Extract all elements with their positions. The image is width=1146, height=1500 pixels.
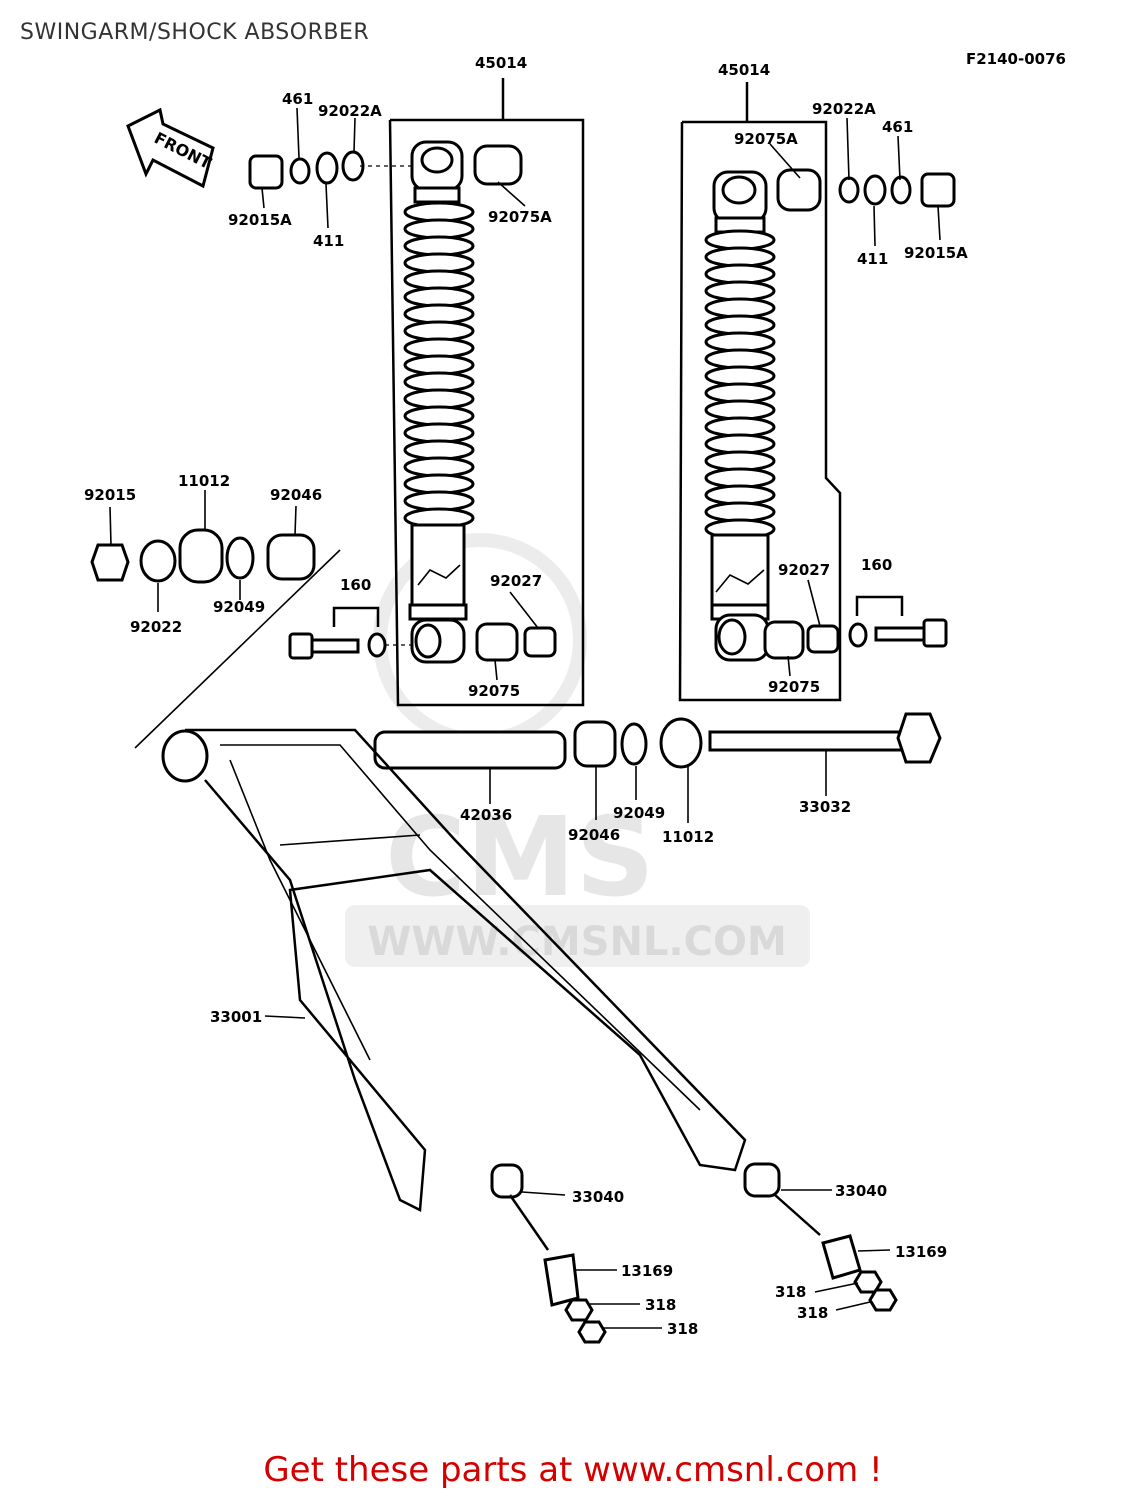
left-pivot-parts [90,528,341,749]
upper-right-hardware [776,168,956,212]
spring-coil [403,405,475,427]
spring-coil [704,331,776,353]
spring-coil [403,269,475,291]
leader-lines [109,107,941,1329]
label-33040-right: 33040 [835,1182,887,1200]
spring-coil [704,297,776,319]
label-461-right: 461 [882,118,913,136]
label-45014-left: 45014 [475,54,527,72]
spring-coil [403,473,475,495]
label-13169-right: 13169 [895,1243,947,1261]
pivot-shaft-row [373,712,942,770]
spring-coil [704,365,776,387]
chain-adjusters [490,1162,898,1344]
spring-coil [403,439,475,461]
label-45014-right: 45014 [718,61,770,79]
spring-coil [704,246,776,268]
label-11012-top: 11012 [178,472,230,490]
spring-coil [704,433,776,455]
spring-coil [704,229,776,251]
spring-coil [704,467,776,489]
spring-coil [704,501,776,523]
diagram-code: F2140-0076 [966,50,1066,68]
label-411-left: 411 [313,232,344,250]
label-318-d: 318 [797,1304,828,1322]
label-92075a-right: 92075A [734,130,798,148]
label-92022: 92022 [130,618,182,636]
spring-coil [403,303,475,325]
label-160-right: 160 [861,556,892,574]
spring-coil [403,235,475,257]
label-92015a-left: 92015A [228,211,292,229]
shock-absorber-right [678,82,842,702]
spring-coil [704,450,776,472]
spring-coil [403,388,475,410]
label-92049-top: 92049 [213,598,265,616]
watermark-url: WWW.CMSNL.COM [367,919,787,965]
spring-coil [704,484,776,506]
label-92015a-right: 92015A [904,244,968,262]
part-labels: 45014 45014 461 92022A 92015A 411 92075A… [84,54,968,1338]
label-92022a-right: 92022A [812,100,876,118]
spring-coil [403,456,475,478]
upper-left-hardware [248,144,523,190]
spring-coil [403,201,475,223]
label-33040-left: 33040 [572,1188,624,1206]
label-461-left: 461 [282,90,313,108]
spring-coil [704,263,776,285]
spring-coil [403,286,475,308]
label-42036: 42036 [460,806,512,824]
label-318-a: 318 [645,1296,676,1314]
label-92049-bottom: 92049 [613,804,665,822]
label-411-right: 411 [857,250,888,268]
label-92027-left: 92027 [490,572,542,590]
swingarm [161,728,747,1212]
spring-coil [403,354,475,376]
label-92022a-left: 92022A [318,102,382,120]
label-92046-top: 92046 [270,486,322,504]
spring-coil [403,490,475,512]
spring-coil [704,280,776,302]
label-92027-right: 92027 [778,561,830,579]
spring-coil [403,218,475,240]
spring-coil [704,399,776,421]
label-33001: 33001 [210,1008,262,1026]
left-lower-bolt [288,606,557,662]
label-33032: 33032 [799,798,851,816]
label-318-b: 318 [667,1320,698,1338]
get-parts-link[interactable]: Get these parts at www.cmsnl.com ! [263,1450,883,1490]
spring-coil [403,337,475,359]
label-92075-right: 92075 [768,678,820,696]
spring-coil [704,416,776,438]
label-92075-left: 92075 [468,682,520,700]
spring-coil [704,382,776,404]
label-318-c: 318 [775,1283,806,1301]
spring-coil [403,320,475,342]
page-title: SWINGARM/SHOCK ABSORBER [20,20,370,45]
label-92046-bottom: 92046 [568,826,620,844]
spring-coil [403,422,475,444]
spring-coil [704,348,776,370]
label-11012-bottom: 11012 [662,828,714,846]
spring-coil [403,252,475,274]
label-92075a-left: 92075A [488,208,552,226]
front-arrow-icon: FRONT [126,107,215,189]
spring-coil [403,371,475,393]
right-lower-bolt [763,595,948,660]
spring-coil [704,314,776,336]
label-92015: 92015 [84,486,136,504]
label-13169-left: 13169 [621,1262,673,1280]
label-160-left: 160 [340,576,371,594]
